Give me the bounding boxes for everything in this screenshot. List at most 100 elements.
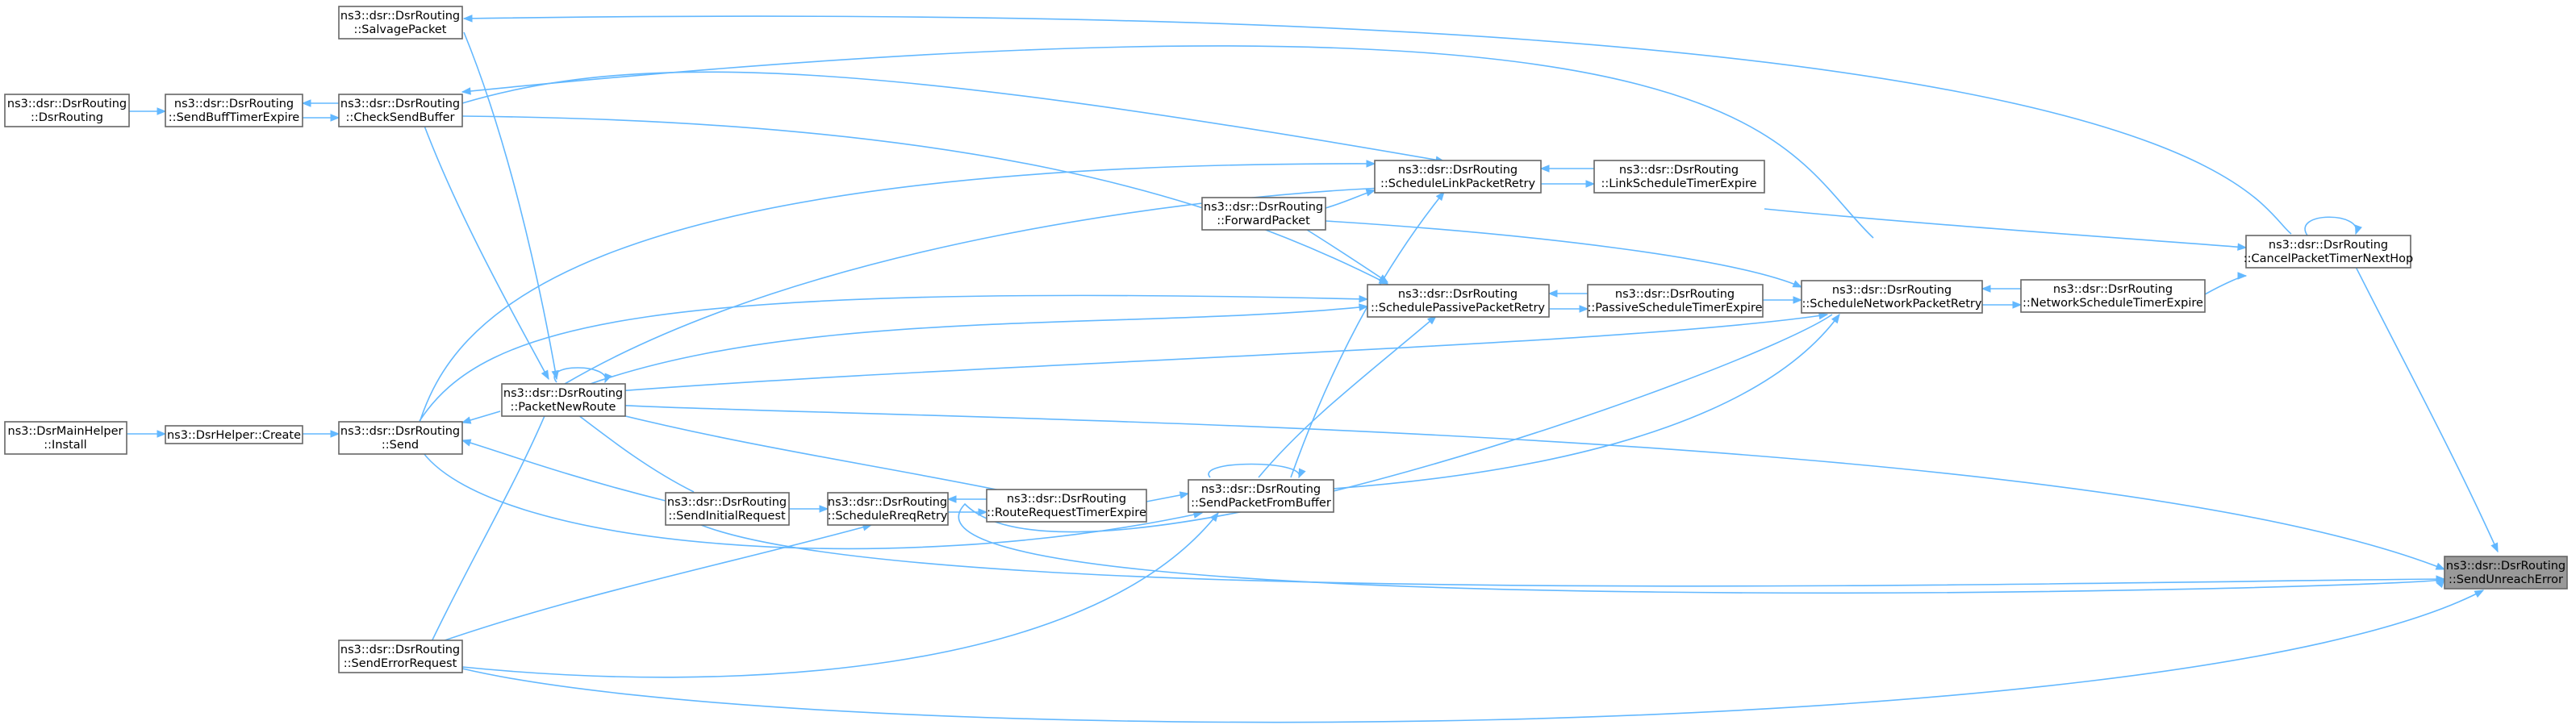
- node-label-line1: ns3::dsr::DsrRouting: [340, 10, 460, 23]
- node-label-line2: ::Send: [382, 439, 419, 452]
- node-label-line1: ns3::dsr::DsrRouting: [340, 98, 460, 110]
- edge-routereqtimer-packetnew: [565, 401, 1001, 491]
- node-network-schedule-timer-expire[interactable]: ns3::dsr::DsrRouting ::NetworkScheduleTi…: [2020, 279, 2206, 313]
- node-forward-packet[interactable]: ns3::dsr::DsrRouting ::ForwardPacket: [1201, 197, 1326, 231]
- edge-packetnew-send: [462, 410, 501, 423]
- node-label-line2: ::PacketNewRoute: [511, 401, 616, 414]
- edge-senderror-packetnew: [427, 406, 549, 651]
- node-label-line1: ns3::dsr::DsrRouting: [828, 496, 947, 509]
- node-send-unreach-error[interactable]: ns3::dsr::DsrRouting ::SendUnreachError: [2444, 556, 2568, 590]
- edge-checksend-packetnew: [419, 112, 549, 379]
- edges: [127, 16, 2499, 723]
- node-label-line1: ns3::dsr::DsrRouting: [7, 98, 127, 110]
- node-label-line1: ns3::dsr::DsrRouting: [667, 496, 787, 509]
- node-label-line1: ns3::DsrHelper::Create: [167, 429, 301, 442]
- node-label-line2: ::NetworkScheduleTimerExpire: [2023, 297, 2203, 310]
- node-label-line1: ns3::dsr::DsrRouting: [1204, 201, 1323, 214]
- node-label-line2: ::SalvagePacket: [354, 23, 447, 36]
- edge-forward-schedlink: [1325, 190, 1375, 209]
- node-label-line2: ::DsrRouting: [31, 111, 103, 124]
- node-dsr-helper-create[interactable]: ns3::DsrHelper::Create: [165, 425, 303, 444]
- node-cancel-packet-timer-next-hop[interactable]: ns3::dsr::DsrRouting ::CancelPacketTimer…: [2244, 235, 2414, 269]
- node-send-buff-timer-expire[interactable]: ns3::dsr::DsrRouting ::SendBuffTimerExpi…: [165, 94, 303, 127]
- node-passive-schedule-timer-expire[interactable]: ns3::dsr::DsrRouting ::PassiveScheduleTi…: [1587, 284, 1764, 318]
- edge-salvage-packetnew: [463, 31, 557, 379]
- node-send-error-request[interactable]: ns3::dsr::DsrRouting ::SendErrorRequest: [338, 640, 463, 673]
- node-label-line2: ::LinkScheduleTimerExpire: [1601, 177, 1756, 190]
- edge-self-sendfrombuf: [1208, 463, 1299, 478]
- edge-send-sendfrombuf: [419, 447, 1202, 550]
- node-label-line2: ::SendPacketFromBuffer: [1191, 497, 1331, 510]
- node-label-line2: ::SendInitialRequest: [668, 510, 786, 523]
- nodes: ns3::dsr::DsrRouting ::SendUnreachError …: [4, 6, 2568, 673]
- node-schedule-link-packet-retry[interactable]: ns3::dsr::DsrRouting ::ScheduleLinkPacke…: [1374, 160, 1542, 194]
- node-label-line2: ::CancelPacketTimerNextHop: [2244, 252, 2414, 265]
- edge-self-cancelpacket: [2304, 216, 2357, 236]
- edge-send-schedpassive: [419, 294, 1367, 422]
- edge-sendinitial-sendunreach: [700, 524, 2444, 587]
- node-schedule-passive-packet-retry[interactable]: ns3::dsr::DsrRouting ::SchedulePassivePa…: [1367, 284, 1550, 318]
- node-label-line2: ::SendUnreachError: [2449, 573, 2563, 586]
- node-label-line1: ns3::dsr::DsrRouting: [2446, 560, 2566, 573]
- node-schedule-network-packet-retry[interactable]: ns3::dsr::DsrRouting ::ScheduleNetworkPa…: [1801, 280, 1983, 314]
- node-label-line2: ::ScheduleNetworkPacketRetry: [1802, 298, 1982, 310]
- node-label-line1: ns3::dsr::DsrRouting: [1615, 288, 1735, 301]
- edge-packetnew-sendunreach: [585, 402, 2444, 570]
- node-send[interactable]: ns3::dsr::DsrRouting ::Send: [338, 421, 463, 455]
- node-label-line1: ns3::dsr::DsrRouting: [340, 425, 460, 438]
- node-label-line1: ns3::dsr::DsrRouting: [174, 98, 294, 110]
- edge-routereqtimer-sendfrombuf: [1146, 494, 1188, 502]
- edge-sendfrombuf-schedlink: [1290, 192, 1444, 478]
- edge-cancelpacket-sendunreach: [2352, 260, 2499, 552]
- node-label-line1: ns3::dsr::DsrRouting: [1619, 164, 1739, 177]
- node-packet-new-route[interactable]: ns3::dsr::DsrRouting ::PacketNewRoute: [501, 383, 626, 417]
- edge-checksend-schedlink: [461, 71, 1444, 161]
- node-label-line1: ns3::dsr::DsrRouting: [1398, 164, 1518, 177]
- node-label-line1: ns3::DsrMainHelper: [8, 425, 123, 438]
- node-label-line1: ns3::dsr::DsrRouting: [1832, 284, 1952, 297]
- node-label-line1: ns3::dsr::DsrRouting: [1398, 288, 1518, 301]
- edge-forward-schednetwork: [1325, 220, 1802, 288]
- node-label-line2: ::SendErrorRequest: [344, 657, 457, 670]
- edge-packetnew-schednetwork: [585, 315, 1827, 394]
- node-label-line2: ::CheckSendBuffer: [346, 111, 455, 124]
- edge-networktimer-cancelpacket: [2204, 276, 2246, 295]
- node-label-line2: ::RouteRequestTimerExpire: [987, 506, 1146, 519]
- node-dsr-routing-constructor[interactable]: ns3::dsr::DsrRouting ::DsrRouting: [4, 94, 130, 127]
- node-send-packet-from-buffer[interactable]: ns3::dsr::DsrRouting ::SendPacketFromBuf…: [1188, 479, 1334, 513]
- edge-sendfrombuf-schedpassive: [1258, 316, 1436, 478]
- node-route-request-timer-expire[interactable]: ns3::dsr::DsrRouting ::RouteRequestTimer…: [986, 489, 1147, 523]
- edge-forward-schedpassive: [1306, 229, 1388, 282]
- node-check-send-buffer[interactable]: ns3::dsr::DsrRouting ::CheckSendBuffer: [338, 94, 463, 127]
- node-link-schedule-timer-expire[interactable]: ns3::dsr::DsrRouting ::LinkScheduleTimer…: [1593, 160, 1765, 194]
- node-label-line2: ::ScheduleRreqRetry: [828, 510, 948, 523]
- edge-senderror-sendfrombuf: [461, 513, 1218, 678]
- node-label-line2: ::ScheduleLinkPacketRetry: [1380, 177, 1536, 190]
- node-label-line1: ns3::dsr::DsrRouting: [340, 644, 460, 656]
- edge-checksend-schedpassive: [461, 115, 1388, 285]
- node-label-line1: ns3::dsr::DsrRouting: [1007, 493, 1126, 506]
- node-label-line2: ::ForwardPacket: [1217, 215, 1310, 227]
- node-send-initial-request[interactable]: ns3::dsr::DsrRouting ::SendInitialReques…: [665, 492, 790, 526]
- edge-senderror-schedrreq: [419, 525, 871, 650]
- edge-checksend-cancelpacket: [462, 45, 1874, 239]
- edge-send-schedlink: [419, 164, 1375, 423]
- edge-sendfrombuf-schednetwork: [1332, 315, 1839, 490]
- edge-linktimer-cancelpacket: [1764, 208, 2246, 248]
- node-schedule-rreq-retry[interactable]: ns3::dsr::DsrRouting ::ScheduleRreqRetry: [827, 492, 949, 526]
- edge-packetnew-schedlink: [564, 187, 1404, 385]
- edge-salvage-cancelpacket: [464, 16, 2292, 235]
- edge-sendinitial-send: [462, 440, 666, 502]
- node-label-line2: ::Install: [44, 439, 86, 452]
- edge-senderror-sendunreach: [461, 590, 2483, 723]
- node-label-line1: ns3::dsr::DsrRouting: [2269, 239, 2388, 252]
- node-label-line1: ns3::dsr::DsrRouting: [503, 387, 623, 400]
- node-label-line2: ::SendBuffTimerExpire: [169, 111, 299, 124]
- node-salvage-packet[interactable]: ns3::dsr::DsrRouting ::SalvagePacket: [338, 6, 463, 40]
- node-dsr-main-helper-install[interactable]: ns3::DsrMainHelper ::Install: [4, 421, 127, 455]
- edge-schednetwork-sendunreach: [958, 314, 2444, 594]
- node-label-line1: ns3::dsr::DsrRouting: [1201, 483, 1321, 496]
- node-label-line1: ns3::dsr::DsrRouting: [2053, 283, 2173, 296]
- node-label-line2: ::PassiveScheduleTimerExpire: [1587, 302, 1762, 315]
